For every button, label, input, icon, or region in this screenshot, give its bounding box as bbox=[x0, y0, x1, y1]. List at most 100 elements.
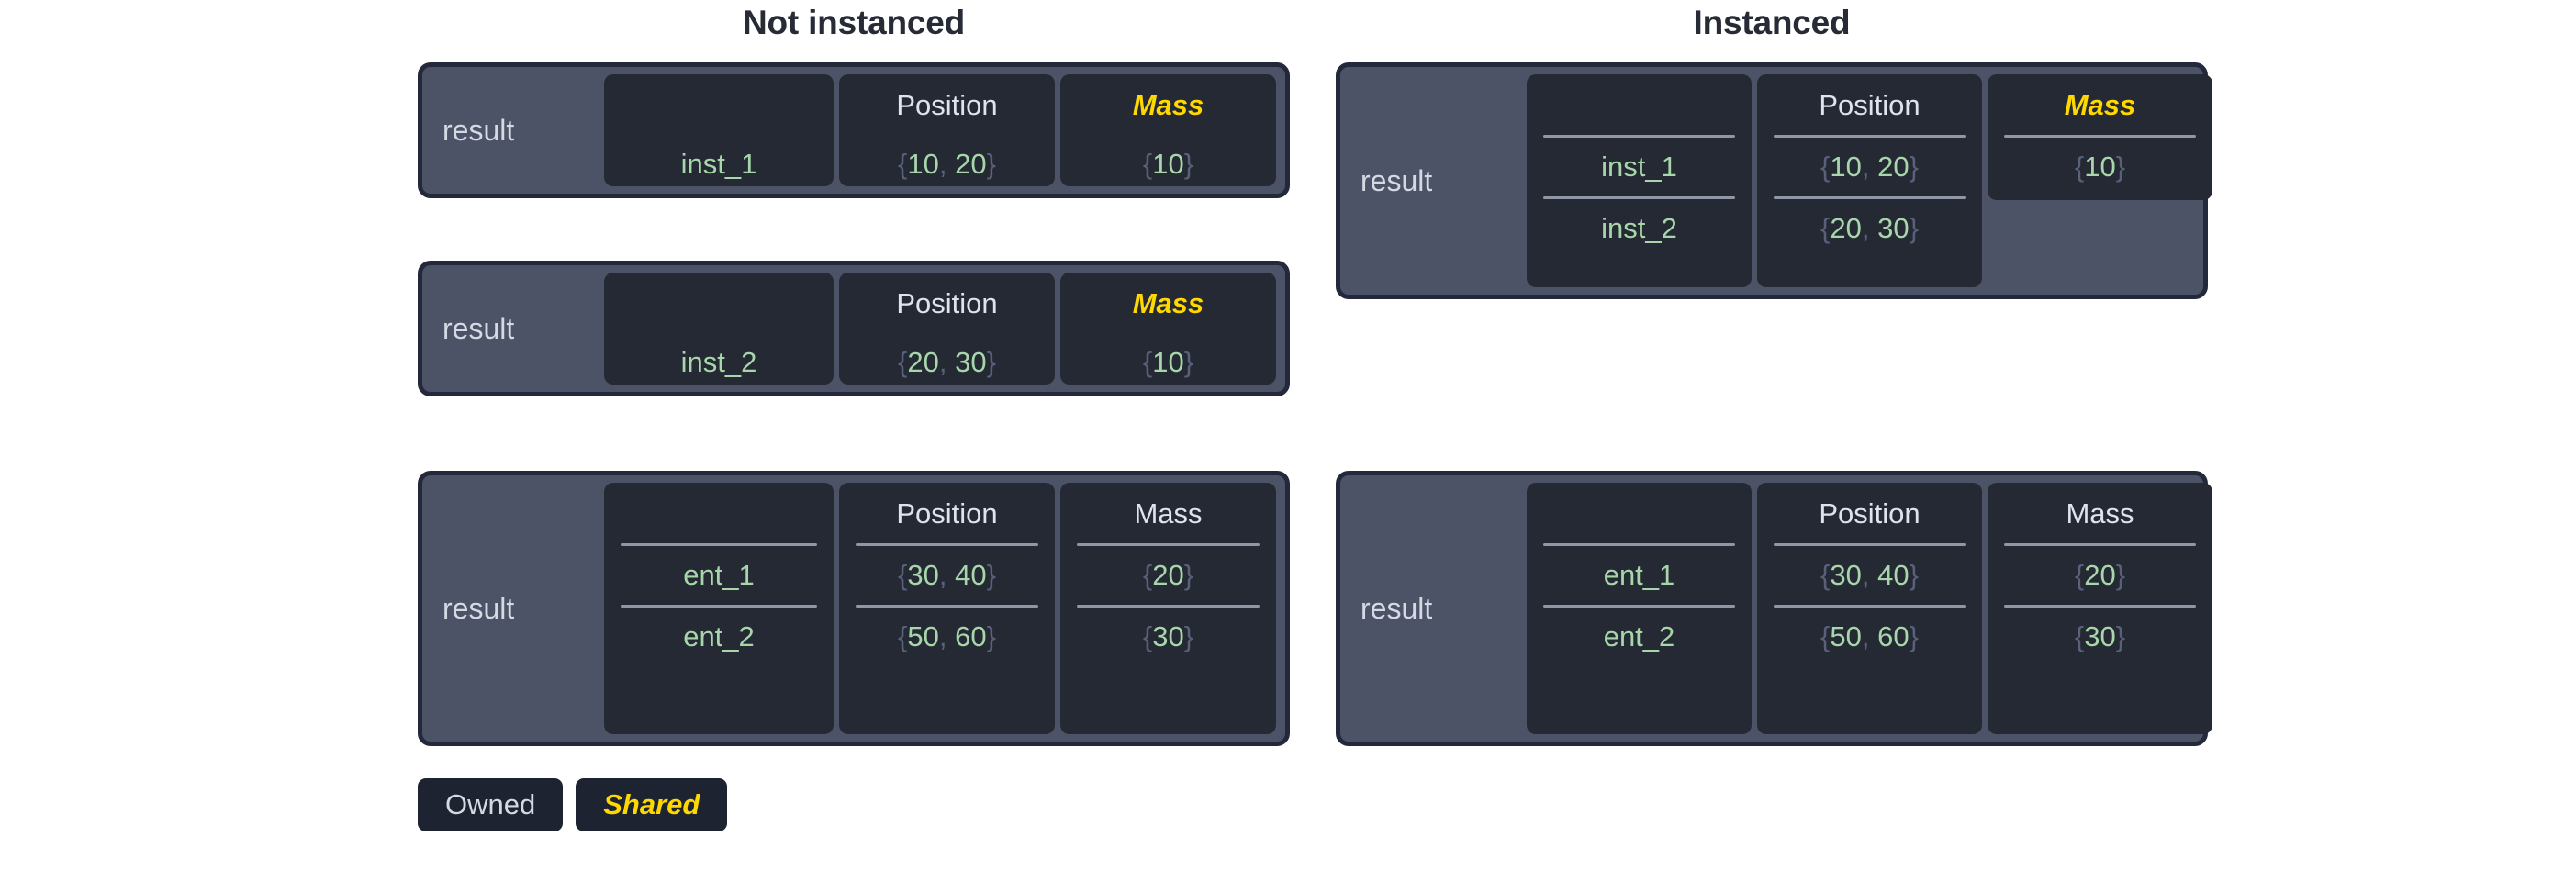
column-mass-rule-1 bbox=[1077, 605, 1260, 608]
column-position-rule-0 bbox=[1774, 543, 1966, 546]
brace-close: } bbox=[2115, 559, 2126, 591]
column-name-value: ent_2 bbox=[1603, 620, 1675, 652]
brace-close: } bbox=[1909, 559, 1919, 591]
brace-open: { bbox=[1142, 148, 1153, 180]
result-card: result ent_1 ent_2 Position {30, 40} {50, 60… bbox=[1336, 471, 2212, 746]
value-comma: , bbox=[938, 148, 947, 180]
column-name-rule-0 bbox=[1543, 543, 1735, 546]
table-columns: ent_1 ent_2 Position {30, 40} {50, 60} Mass {2… bbox=[1527, 483, 2212, 734]
brace-close: } bbox=[1183, 559, 1194, 591]
column-position: Position{10, 20} bbox=[839, 74, 1055, 186]
column-position: Position {10, 20} {20, 30} bbox=[1757, 74, 1982, 287]
header-name bbox=[604, 82, 834, 129]
column-position-rule-0 bbox=[856, 543, 1038, 546]
column-mass: Mass{10} bbox=[1988, 74, 2212, 200]
column-position-value: {50, 60} bbox=[898, 620, 996, 652]
column-name-rule-1 bbox=[621, 605, 817, 608]
column-mass-value: {30} bbox=[2074, 620, 2126, 652]
header-mass: Mass bbox=[2066, 497, 2134, 530]
result-label: result bbox=[1361, 163, 1433, 197]
header-name bbox=[1527, 82, 1752, 129]
column-mass-value: {20} bbox=[2074, 559, 2126, 591]
column-name: ent_1 ent_2 bbox=[1527, 483, 1752, 734]
column-name-rule-1 bbox=[1543, 605, 1735, 608]
column-mass-rule-0 bbox=[1077, 543, 1260, 546]
brace-close: } bbox=[1909, 212, 1919, 244]
legend-chip-shared: Shared bbox=[576, 778, 728, 831]
brace-open: { bbox=[898, 346, 908, 378]
column-name: inst_2 bbox=[604, 273, 834, 385]
header-position: Position bbox=[1819, 497, 1921, 530]
result-label: result bbox=[442, 311, 515, 345]
brace-open: { bbox=[2074, 559, 2085, 591]
brace-close: } bbox=[986, 620, 996, 652]
brace-open: { bbox=[1820, 151, 1831, 183]
header-position: Position bbox=[1819, 89, 1921, 121]
brace-open: { bbox=[1142, 346, 1153, 378]
legend-chip-owned: Owned bbox=[418, 778, 564, 831]
brace-open: { bbox=[2074, 151, 2085, 183]
brace-close: } bbox=[986, 346, 996, 378]
brace-open: { bbox=[898, 559, 908, 591]
header-position: Position bbox=[896, 89, 998, 121]
header-name bbox=[604, 490, 834, 538]
brace-close: } bbox=[1183, 620, 1194, 652]
column-position-value: {20, 30} bbox=[1820, 212, 1919, 244]
brace-open: { bbox=[2074, 620, 2085, 652]
column-mass: Mass{10} bbox=[1060, 273, 1276, 385]
column-name-value: ent_1 bbox=[1603, 559, 1675, 591]
result-label: result bbox=[1361, 591, 1433, 625]
header-mass: Mass bbox=[2064, 89, 2136, 121]
column-position-value: {50, 60} bbox=[1820, 620, 1919, 652]
column-mass-value: {30} bbox=[1142, 620, 1194, 652]
column-instanced: Instanced bbox=[1336, 0, 2208, 51]
legend: Owned Shared bbox=[418, 778, 728, 831]
brace-close: } bbox=[986, 559, 996, 591]
header-mass: Mass bbox=[1132, 89, 1204, 121]
value-comma: , bbox=[938, 559, 947, 591]
column-position-rule-0 bbox=[1774, 135, 1966, 138]
column-name-rule-0 bbox=[621, 543, 817, 546]
column-mass: Mass {20} {30} bbox=[1988, 483, 2212, 734]
brace-close: } bbox=[1909, 151, 1919, 183]
value-comma: , bbox=[938, 620, 947, 652]
brace-open: { bbox=[1820, 559, 1831, 591]
column-mass: Mass{10} bbox=[1060, 74, 1276, 186]
column-name-value: inst_2 bbox=[680, 346, 757, 378]
column-position: Position {30, 40} {50, 60} bbox=[1757, 483, 1982, 734]
header-name bbox=[604, 280, 834, 328]
result-label: result bbox=[442, 591, 515, 625]
column-name-rule-0 bbox=[1543, 135, 1735, 138]
brace-open: { bbox=[898, 148, 908, 180]
column-name-value: ent_1 bbox=[683, 559, 755, 591]
value-comma: , bbox=[1861, 559, 1870, 591]
brace-close: } bbox=[1909, 620, 1919, 652]
column-position-rule-1 bbox=[1774, 196, 1966, 199]
brace-open: { bbox=[1142, 620, 1153, 652]
column-mass-value: {20} bbox=[1142, 559, 1194, 591]
brace-close: } bbox=[986, 148, 996, 180]
column-position: Position{30, 40}{50, 60} bbox=[839, 483, 1055, 734]
column-position-value: {30, 40} bbox=[1820, 559, 1919, 591]
brace-close: } bbox=[2115, 151, 2126, 183]
value-comma: , bbox=[1861, 212, 1870, 244]
column-name: inst_1 bbox=[604, 74, 834, 186]
column-position-value: {30, 40} bbox=[898, 559, 996, 591]
header-position: Position bbox=[896, 287, 998, 319]
header-mass: Mass bbox=[1134, 497, 1203, 530]
column-mass: Mass {20} {30} bbox=[1060, 483, 1276, 734]
column-name-value: inst_1 bbox=[680, 148, 757, 180]
header-mass: Mass bbox=[1132, 287, 1204, 319]
result-label: result bbox=[442, 113, 515, 147]
column-position-value: {10, 20} bbox=[1820, 151, 1919, 183]
column-title-not-instanced: Not instanced bbox=[742, 4, 966, 41]
column-position-rule-1 bbox=[1774, 605, 1966, 608]
